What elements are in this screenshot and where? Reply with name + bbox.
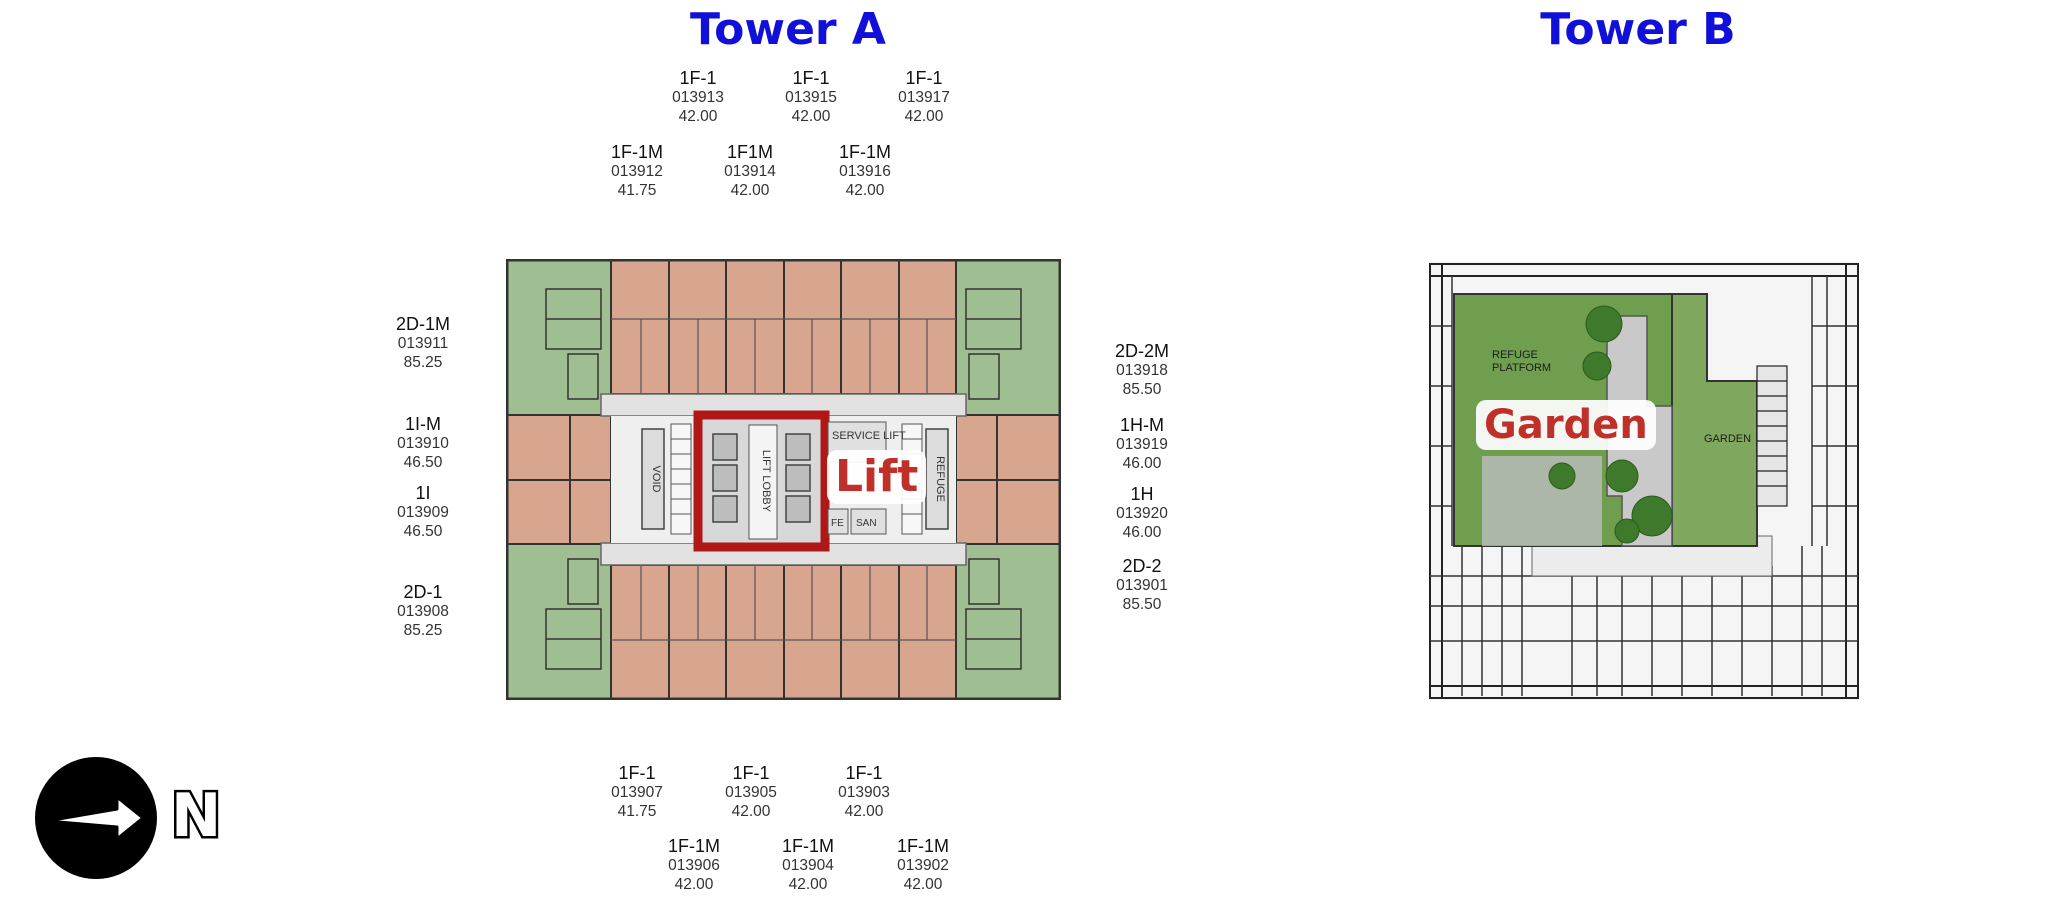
- san-label: SAN: [856, 518, 877, 529]
- unit-2d-2m-plan: [955, 258, 1062, 416]
- garden-small-label: GARDEN: [1704, 433, 1751, 445]
- tower-a-title: Tower A: [690, 4, 886, 55]
- unit-2d-1m-plan: [505, 258, 612, 416]
- fe-label: FE: [831, 518, 844, 529]
- unit-2d-1-plan: [505, 543, 612, 701]
- unit-2d-2-plan: [955, 543, 1062, 701]
- compass-rose: [35, 757, 157, 879]
- void-label: VOID: [650, 466, 662, 493]
- tower-a-floor-plan: VOID REFUGE LIFT LOBBY SERVICE LIFT FE S…: [505, 258, 1062, 701]
- north-label: N: [168, 781, 223, 851]
- garden-highlight-label: Garden: [1476, 400, 1656, 450]
- lift-lobby-label: LIFT LOBBY: [760, 450, 772, 513]
- arrow-right-icon: [45, 795, 145, 841]
- tower-b-title: Tower B: [1540, 4, 1736, 55]
- service-lift-label: SERVICE LIFT: [832, 430, 906, 442]
- refuge-label: REFUGE: [934, 456, 946, 502]
- lift-highlight-label: Lift: [827, 450, 927, 504]
